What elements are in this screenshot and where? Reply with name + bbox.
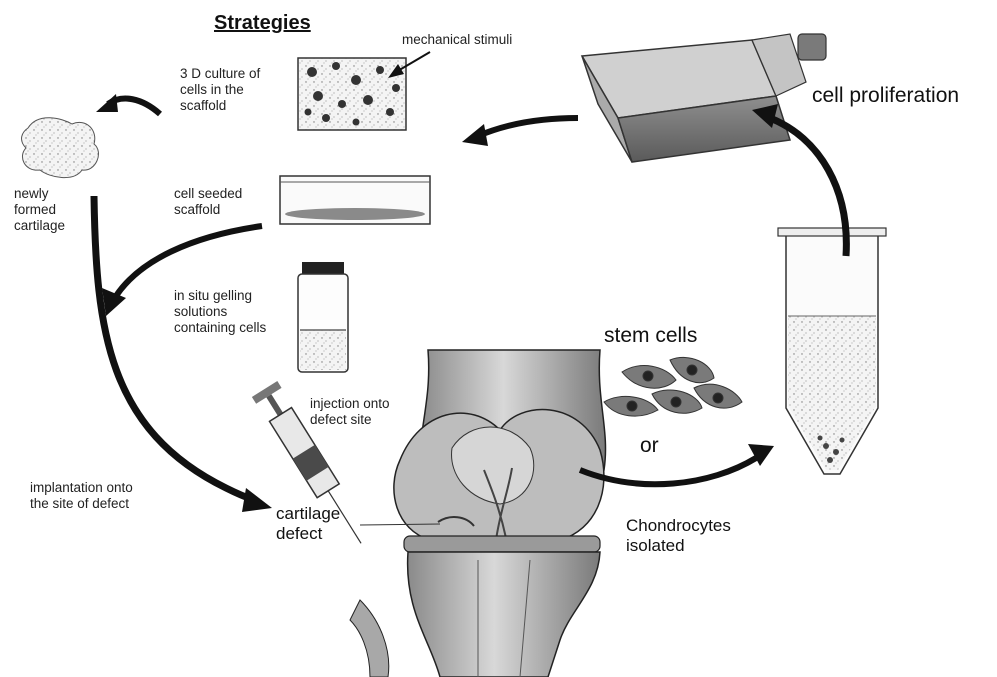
label-chondrocytes-isolated: Chondrocytes isolated <box>626 516 731 556</box>
arrow-flask-to-strategies <box>478 118 578 136</box>
label-or: or <box>640 434 659 459</box>
arrow-cartilage-to-defect-head <box>242 488 272 512</box>
label-cell-seeded-scaffold: cell seeded scaffold <box>174 186 242 218</box>
scaffold-3d-culture <box>298 58 406 130</box>
arrow-scaffold-to-cartilage-head <box>96 94 118 112</box>
label-cartilage-defect: cartilage defect <box>276 504 340 544</box>
arrow-knee-to-tube <box>580 458 756 484</box>
label-injection: injection onto defect site <box>310 396 390 428</box>
label-newly-formed-cartilage: newly formed cartilage <box>14 186 65 234</box>
arrow-cartilage-to-defect <box>94 196 254 500</box>
newly-formed-cartilage-shape <box>22 118 99 178</box>
culture-flask <box>582 34 826 162</box>
stem-cells <box>604 357 742 416</box>
petri-dish <box>280 176 430 224</box>
label-3d-culture: 3 D culture of cells in the scaffold <box>180 66 260 114</box>
arrow-dish-to-implantation <box>116 226 262 296</box>
label-stem-cells: stem cells <box>604 324 697 349</box>
label-mechanical-stimuli: mechanical stimuli <box>402 32 512 48</box>
label-cell-proliferation: cell proliferation <box>812 84 959 109</box>
arrow-flask-to-strategies-head <box>462 124 488 146</box>
gelling-jar <box>298 262 348 372</box>
label-in-situ-gelling: in situ gelling solutions containing cel… <box>174 288 266 336</box>
diagram-title: Strategies <box>214 12 311 36</box>
label-implantation: implantation onto the site of defect <box>30 480 133 512</box>
centrifuge-tube <box>778 228 886 474</box>
